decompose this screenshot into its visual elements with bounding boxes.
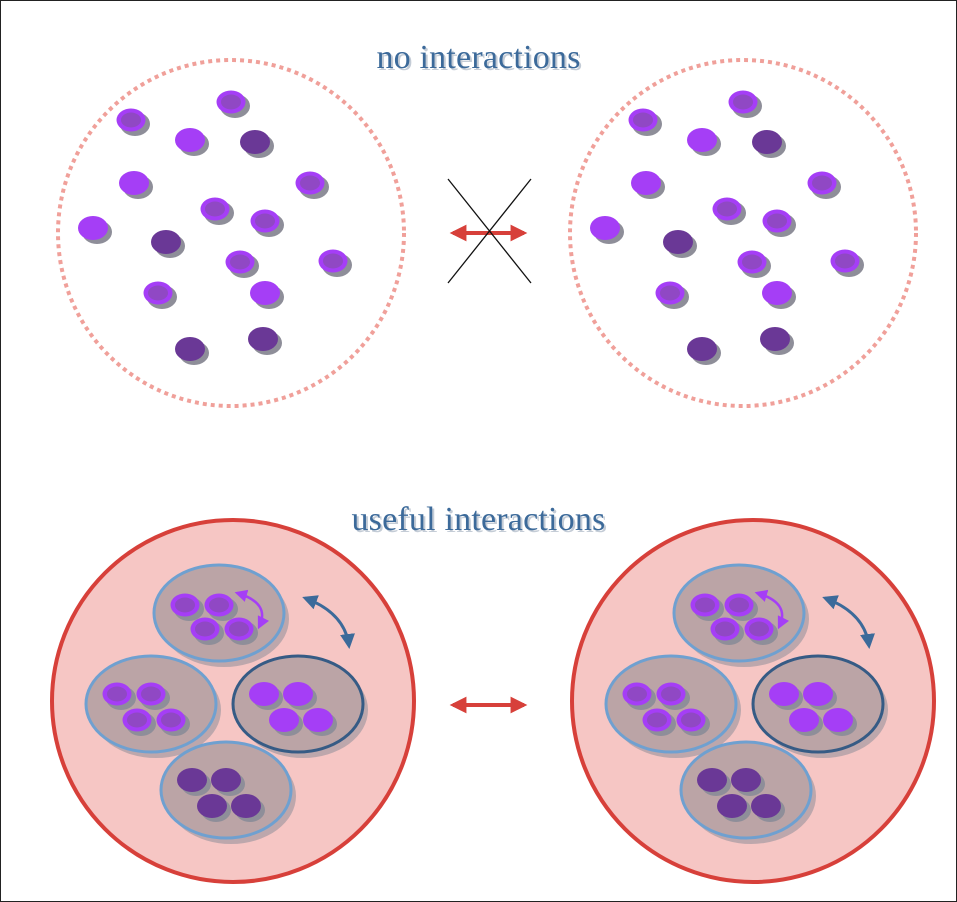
left-dotted-circle-group [56,58,406,408]
right-cluster-bottom [679,740,816,844]
left-molecule-15 [175,337,209,365]
right-cluster-left-molecule-1 [622,682,656,710]
right-cluster-left-molecule-2 [656,682,690,710]
right-molecule-11 [737,250,771,278]
left-cluster-top-molecule-2 [204,593,238,621]
right-molecule-14 [762,281,796,309]
left-cluster-bottom-molecule-1 [177,768,211,796]
left-molecule-6 [295,171,329,199]
left-cluster-left-molecule-2 [136,682,170,710]
left-cluster-top [152,563,289,667]
left-cluster-top-molecule-3 [190,617,224,645]
left-cluster-right [231,654,368,758]
right-molecule-10 [762,209,796,237]
left-cluster-bottom-molecule-3 [197,794,231,822]
right-molecule-9 [663,230,697,258]
right-outer-circle-group [570,518,936,884]
right-cluster-bottom-molecule-1 [697,768,731,796]
right-dotted-circle [568,58,918,408]
right-cluster-left-molecule-4 [676,708,710,736]
left-cluster-right-molecule-4 [303,708,337,736]
right-molecule-16 [760,327,794,355]
right-molecule-5 [631,171,665,199]
right-cluster-top-molecule-3 [710,617,744,645]
left-cluster-right-molecule-3 [269,708,303,736]
right-cluster-right [751,654,888,758]
left-molecule-4 [240,130,274,158]
right-molecule-8 [590,216,624,244]
left-cluster-left-molecule-4 [156,708,190,736]
left-cluster-bottom-molecule-2 [211,768,245,796]
left-molecule-10 [250,209,284,237]
left-cluster-bottom-molecule-4 [231,794,265,822]
title-no-interactions: no interactions [376,39,581,76]
left-molecule-8 [78,216,112,244]
right-molecule-6 [807,171,841,199]
left-cluster-left-molecule-1 [102,682,136,710]
right-molecule-15 [687,337,721,365]
right-cluster-right-molecule-4 [823,708,857,736]
left-cluster-top-molecule-1 [170,593,204,621]
left-molecule-7 [200,197,234,225]
left-cluster-right-molecule-2 [283,682,317,710]
right-molecule-2 [728,90,762,118]
right-cluster-bottom-molecule-4 [751,794,785,822]
left-molecule-5 [119,171,153,199]
left-blue-curved-arrow-icon [302,595,355,649]
title-useful-interactions: useful interactions [351,501,606,538]
left-molecule-16 [248,327,282,355]
left-molecule-3 [175,128,209,156]
left-purple-curved-arrow-icon [234,589,270,630]
right-cluster-left [604,654,741,758]
left-molecule-13 [143,281,177,309]
right-cluster-top-molecule-2 [724,593,758,621]
left-outer-circle-group [50,518,416,884]
right-cluster-left-molecule-3 [642,708,676,736]
right-cluster-top [672,563,809,667]
left-molecule-12 [318,249,352,277]
right-molecule-3 [687,128,721,156]
right-blue-curved-arrow-icon [822,595,875,649]
right-cluster-top-molecule-1 [690,593,724,621]
right-molecule-1 [628,108,662,136]
left-molecule-14 [250,281,284,309]
left-cluster-right-molecule-1 [249,682,283,710]
left-molecule-11 [225,250,259,278]
left-cluster-bottom [159,740,296,844]
right-cluster-right-molecule-2 [803,682,837,710]
right-molecule-7 [712,197,746,225]
x-cross-icon [447,178,532,284]
right-molecule-4 [752,130,786,158]
right-cluster-right-molecule-1 [769,682,803,710]
left-molecule-2 [216,90,250,118]
right-cluster-right-molecule-3 [789,708,823,736]
right-dotted-circle-group [568,58,918,408]
right-molecule-12 [830,249,864,277]
right-purple-curved-arrow-icon [754,589,790,630]
left-cluster-left-molecule-3 [122,708,156,736]
top-panel [56,58,918,408]
right-cluster-bottom-molecule-2 [731,768,765,796]
left-dotted-circle [56,58,406,408]
right-molecule-13 [655,281,689,309]
right-cluster-bottom-molecule-3 [717,794,751,822]
left-molecule-1 [116,108,150,136]
bottom-panel [50,518,936,884]
left-molecule-9 [151,230,185,258]
left-cluster-left [84,654,221,758]
